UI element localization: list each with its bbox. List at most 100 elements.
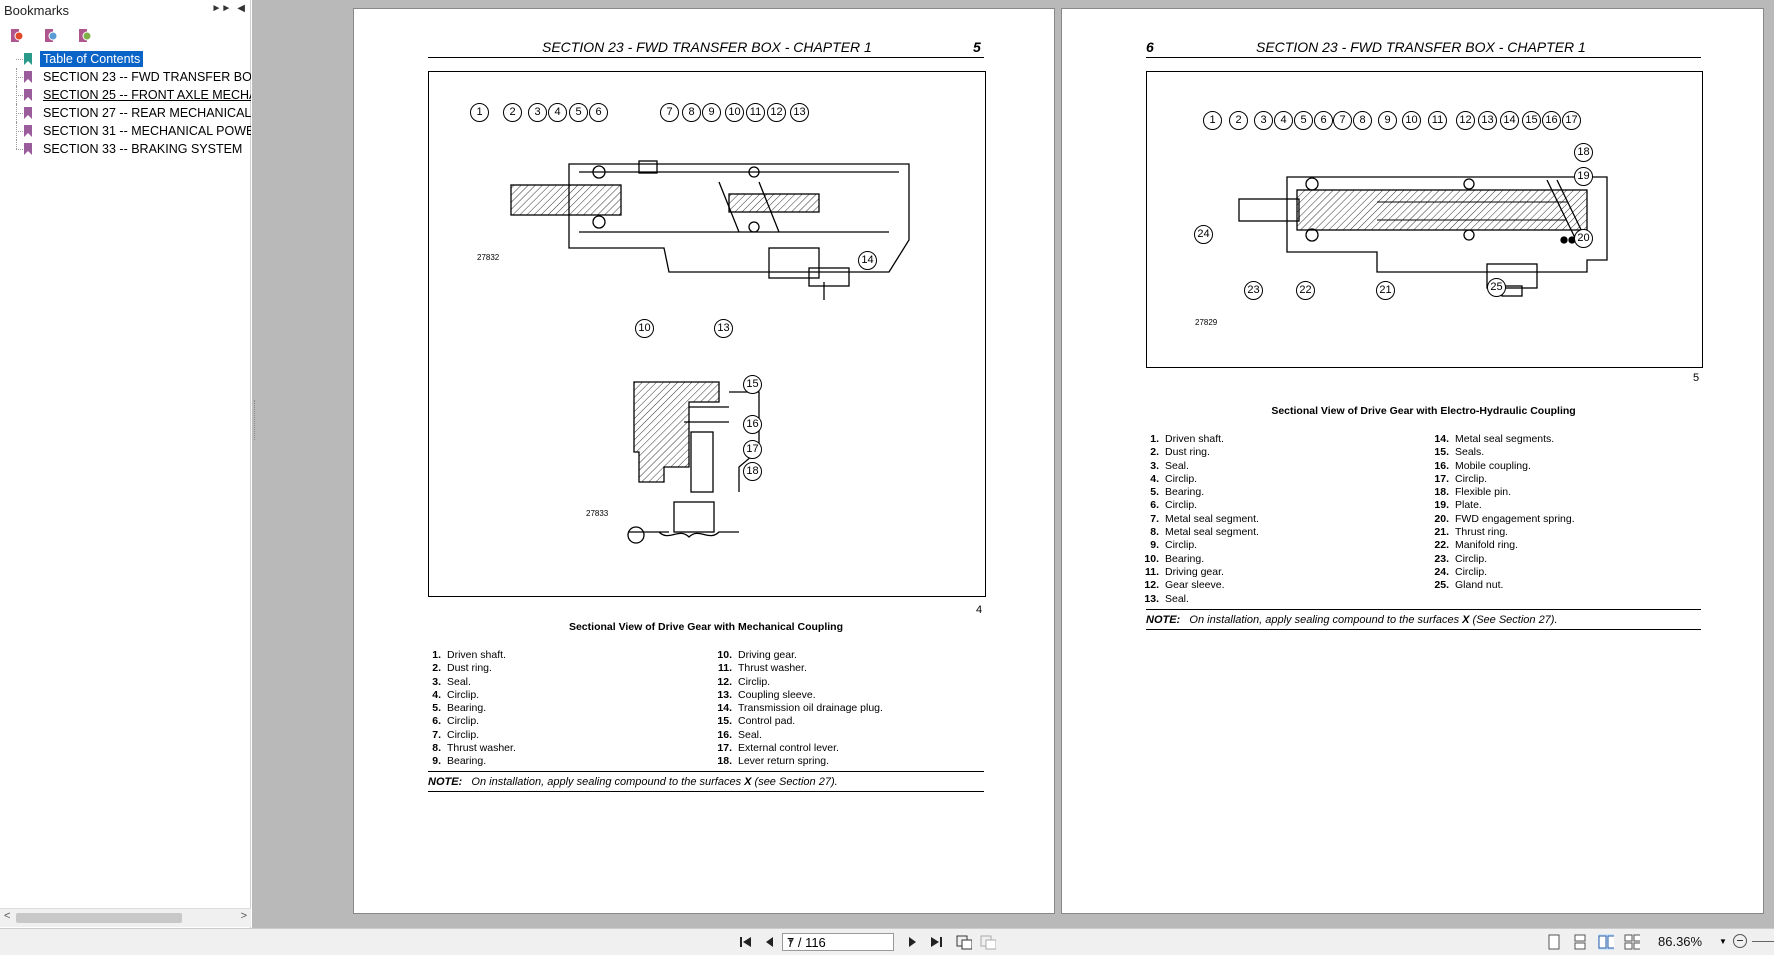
legend-item-text: Mobile coupling. — [1455, 459, 1531, 472]
callout-4: 4 — [548, 103, 567, 122]
panel-splitter[interactable] — [254, 400, 257, 440]
zoom-slider[interactable] — [1752, 941, 1774, 942]
legend-item: 12.Gear sleeve. — [1140, 579, 1259, 592]
legend-item-text: FWD engagement spring. — [1455, 512, 1575, 525]
bookmark-icon — [24, 143, 32, 155]
bookmark-item-section-23[interactable]: SECTION 23 -- FWD TRANSFER BOX — [0, 68, 251, 86]
close-panel-icon[interactable]: ◀ — [237, 3, 245, 14]
callout-5: 5 — [1294, 111, 1313, 130]
page-header: SECTION 23 - FWD TRANSFER BOX - CHAPTER … — [542, 39, 872, 55]
legend-item-number: 10. — [1144, 552, 1159, 565]
page-number-input[interactable]: 7 / 116 ▼ — [782, 933, 894, 951]
figure-code: 27832 — [477, 253, 500, 262]
legend-item: 25.Gland nut. — [1430, 579, 1575, 592]
note-rule — [1146, 609, 1701, 610]
legend-item: 15.Control pad. — [713, 715, 883, 728]
bookmarks-title: Bookmarks — [4, 3, 70, 18]
legend-item-number: 15. — [717, 715, 732, 728]
previous-view-icon[interactable] — [956, 934, 972, 950]
note-label: NOTE: — [428, 776, 463, 788]
legend-item-number: 16. — [1434, 459, 1449, 472]
bookmark-item-section-25[interactable]: SECTION 25 -- FRONT AXLE MECHANICAL TRAN… — [0, 86, 251, 104]
legend-item-text: Dust ring. — [447, 662, 492, 675]
bookmark-options-icon[interactable] — [42, 27, 60, 45]
callout-21: 21 — [1376, 281, 1395, 300]
legend-item-number: 17. — [1434, 472, 1449, 485]
legend-item-text: Driving gear. — [738, 649, 797, 661]
legend-item-number: 8. — [432, 742, 441, 755]
legend-item-text: Circlip. — [1165, 472, 1198, 485]
bookmark-item-section-33[interactable]: SECTION 33 -- BRAKING SYSTEM — [0, 140, 251, 158]
legend-item-text: Circlip. — [1455, 552, 1488, 565]
bookmark-expand-icon[interactable] — [8, 27, 26, 45]
callout-12: 12 — [767, 103, 786, 122]
bookmark-item-section-31[interactable]: SECTION 31 -- MECHANICAL POWER TAKE-OFF — [0, 122, 251, 140]
continuous-view-icon[interactable] — [1572, 934, 1588, 950]
legend-item-number: 13. — [717, 688, 732, 701]
legend-item-text: Circlip. — [1455, 565, 1488, 578]
legend-item-text: Metal seal segment. — [1165, 526, 1259, 539]
callout-5: 5 — [569, 103, 588, 122]
zoom-dropdown-icon[interactable]: ▼ — [1719, 937, 1727, 946]
legend-item-number: 15. — [1434, 446, 1449, 459]
note-rule — [1146, 629, 1701, 630]
callout-3: 15 — [743, 375, 762, 394]
last-page-icon[interactable] — [928, 934, 944, 950]
legend-item: 6.Circlip. — [1140, 499, 1259, 512]
legend-item-text: Metal seal segment. — [1165, 512, 1259, 525]
legend-item: 13.Coupling sleeve. — [713, 689, 883, 702]
legend-item-number: 11. — [717, 662, 732, 675]
first-page-icon[interactable] — [738, 934, 754, 950]
continuous-facing-view-icon[interactable] — [1624, 934, 1640, 950]
bookmark-item-section-27[interactable]: SECTION 27 -- REAR MECHANICAL TRANSMISSI… — [0, 104, 251, 122]
previous-page-icon[interactable] — [762, 934, 778, 950]
facing-view-icon[interactable] — [1598, 934, 1614, 950]
legend-item-number: 16. — [717, 728, 732, 741]
callout-10: 10 — [725, 103, 744, 122]
zoom-out-icon[interactable] — [1733, 934, 1747, 948]
legend-item: 5.Bearing. — [422, 702, 516, 715]
callout-25: 25 — [1487, 278, 1506, 297]
legend-item-number: 6. — [1150, 499, 1159, 512]
legend-item-number: 13. — [1144, 592, 1159, 605]
callout-23: 23 — [1244, 281, 1263, 300]
bookmarks-panel: Bookmarks ►► ◀ Table of Contents SECTION… — [0, 0, 251, 928]
callout-4: 16 — [743, 415, 762, 434]
legend-item-text: Bearing. — [447, 702, 487, 715]
legend-item: 3.Seal. — [422, 676, 516, 689]
callout-16: 16 — [1542, 111, 1561, 130]
legend-item-text: Circlip. — [1455, 472, 1488, 485]
collapse-panel-icon[interactable]: ►► — [211, 3, 232, 14]
legend-item-number: 10. — [717, 649, 732, 661]
legend-item-text: Plate. — [1455, 499, 1482, 512]
legend-item-number: 2. — [1150, 446, 1159, 459]
callout-19: 19 — [1574, 167, 1593, 186]
bookmark-find-icon[interactable] — [76, 27, 94, 45]
next-view-icon[interactable] — [980, 934, 996, 950]
chevron-down-icon[interactable]: ▼ — [787, 937, 795, 946]
scroll-right-icon[interactable]: > — [240, 910, 247, 922]
zoom-level[interactable]: 86.36% — [1658, 934, 1703, 949]
legend-item-number: 14. — [717, 702, 732, 715]
scroll-left-icon[interactable]: < — [4, 910, 11, 922]
single-page-view-icon[interactable] — [1546, 934, 1562, 950]
bookmark-item-toc[interactable]: Table of Contents — [0, 50, 251, 68]
page-number: 5 — [973, 39, 981, 55]
callout-1: 1 — [470, 103, 489, 122]
header-rule — [1146, 57, 1701, 58]
legend-item-text: Circlip. — [447, 688, 480, 701]
legend-item-number: 9. — [432, 755, 441, 768]
legend-item: 21.Thrust ring. — [1430, 526, 1575, 539]
bookmarks-horizontal-scrollbar[interactable]: < > — [0, 908, 251, 927]
legend-item: 11.Thrust washer. — [713, 662, 883, 675]
legend-item-number: 4. — [432, 688, 441, 701]
scrollbar-thumb[interactable] — [16, 913, 182, 923]
legend-item: 7.Circlip. — [422, 729, 516, 742]
legend-item: 2.Dust ring. — [1140, 446, 1259, 459]
callout-8: 8 — [1353, 111, 1372, 130]
note-label: NOTE: — [1146, 614, 1181, 626]
next-page-icon[interactable] — [904, 934, 920, 950]
legend-item-text: Seal. — [1165, 592, 1189, 605]
figure-code: 27833 — [586, 509, 609, 518]
legend-item: 17.External control lever. — [713, 742, 883, 755]
